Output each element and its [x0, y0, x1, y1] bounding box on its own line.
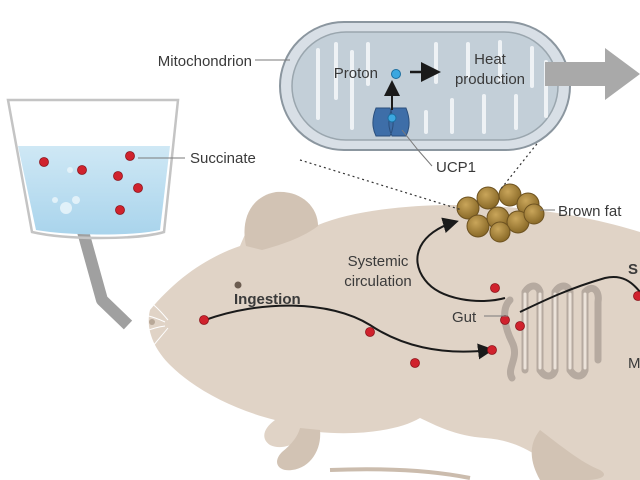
- proton-in-ucp1: [387, 113, 397, 123]
- label-circulation: circulation: [344, 273, 412, 290]
- label-cut-right-top: S: [628, 261, 638, 278]
- mouse-front-leg: [277, 428, 321, 471]
- leader-lines: [138, 59, 555, 317]
- label-brown-fat: Brown fat: [558, 203, 622, 220]
- heat-output-arrow: [545, 48, 640, 100]
- mitochondrion: [279, 21, 571, 151]
- mouse: [119, 191, 640, 480]
- label-cut-right-bottom: M: [628, 355, 640, 372]
- ingestion-arrow: [204, 304, 494, 360]
- label-production: production: [455, 71, 525, 88]
- beaker-liquid: [18, 146, 170, 235]
- succinate-molecules-pathway: [199, 283, 640, 368]
- label-mitochondrion: Mitochondrion: [158, 53, 252, 70]
- mouse-hind-leg: [531, 430, 605, 480]
- succinate-molecules-beaker: [39, 151, 143, 215]
- beaker-spout-tube: [76, 226, 133, 330]
- beaker: [6, 98, 180, 330]
- proton-icon: [391, 69, 401, 79]
- mouse-nose: [149, 319, 155, 325]
- label-heat: Heat: [474, 51, 507, 68]
- brown-fat-cluster: [456, 183, 545, 243]
- circulation-to-body-line: [519, 276, 640, 313]
- label-proton: Proton: [334, 65, 378, 82]
- mouse-eye: [234, 281, 242, 289]
- mouse-tail: [329, 467, 471, 480]
- label-ingestion: Ingestion: [234, 291, 301, 308]
- mitochondrion-cristae: [316, 40, 548, 134]
- systemic-circulation-arrow: [416, 217, 506, 302]
- label-systemic: Systemic: [348, 253, 409, 270]
- gut-intestine-inner: [523, 292, 587, 370]
- label-gut: Gut: [452, 309, 477, 326]
- mouse-ear: [244, 191, 318, 250]
- zoom-lines: [299, 139, 541, 211]
- label-ucp1: UCP1: [436, 159, 476, 176]
- beaker-glass: [6, 98, 180, 240]
- label-succinate: Succinate: [190, 150, 256, 167]
